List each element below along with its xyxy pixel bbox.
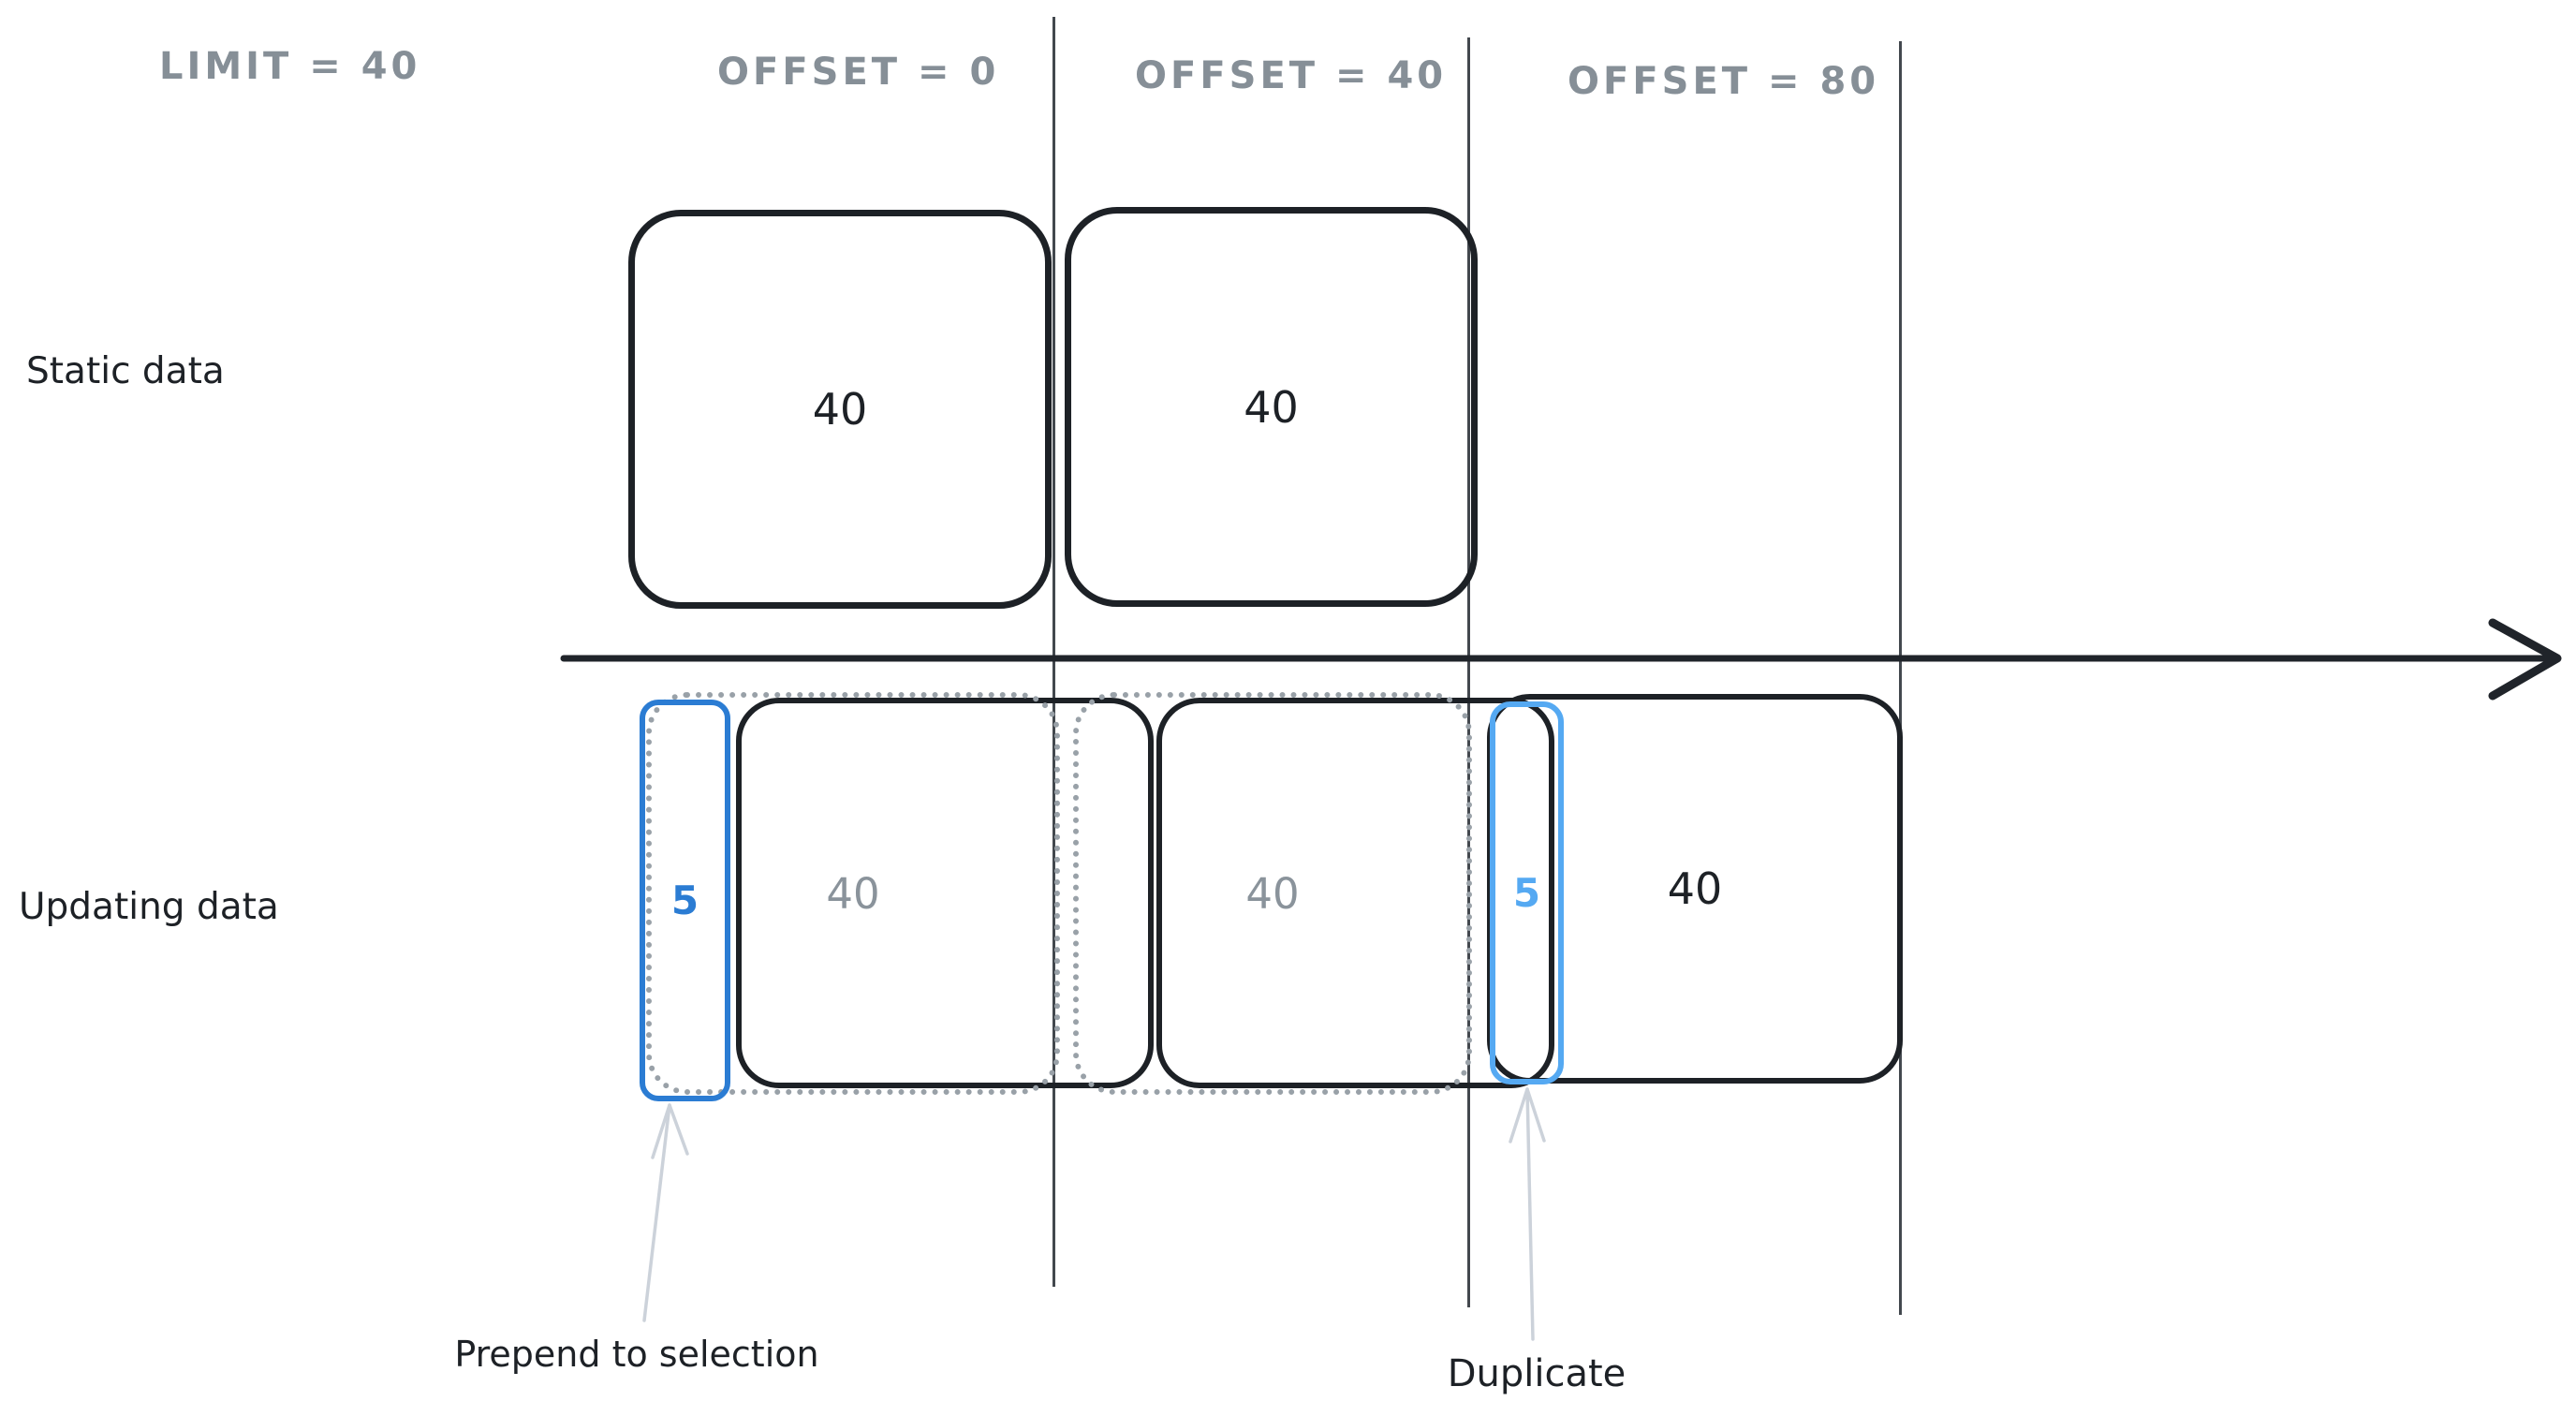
- prepend-annotation-arrow: [642, 1103, 689, 1322]
- column-divider-end: [1899, 41, 1902, 1315]
- updating-data-row-label: Updating data: [19, 886, 279, 928]
- query-window-offset40-count: 40: [1245, 868, 1300, 919]
- offset-80-label: OFFSET = 80: [1568, 60, 1880, 103]
- query-window-offset0-count: 40: [826, 868, 880, 919]
- duplicate-annotation-arrow: [1509, 1087, 1546, 1341]
- static-page-offset0-count: 40: [812, 384, 868, 435]
- static-page-offset40-box: 40: [1065, 207, 1478, 607]
- query-window-offset40-dotted: 40: [1073, 692, 1472, 1095]
- static-page-offset40-count: 40: [1244, 381, 1299, 433]
- duplicated-items-count: 5: [1512, 870, 1541, 916]
- column-divider-offset80: [1467, 37, 1470, 1307]
- offset-0-label: OFFSET = 0: [717, 51, 1000, 94]
- static-data-row-label: Static data: [26, 350, 225, 392]
- updating-page-offset80-count: 40: [1667, 863, 1723, 914]
- column-divider-offset40: [1052, 17, 1055, 1287]
- static-page-offset0-box: 40: [628, 210, 1052, 609]
- timeline-arrow: [560, 618, 2562, 701]
- query-window-offset0-dotted: 40: [646, 692, 1060, 1095]
- updating-page1-shifted-box: [736, 698, 1154, 1088]
- prepend-annotation-label: Prepend to selection: [454, 1334, 819, 1375]
- prepended-items-box: 5: [640, 700, 730, 1101]
- updating-page2-shifted-box: [1156, 698, 1554, 1088]
- offset-40-label: OFFSET = 40: [1135, 54, 1448, 97]
- duplicate-annotation-label: Duplicate: [1447, 1352, 1627, 1395]
- prepended-items-count: 5: [670, 878, 699, 923]
- limit-label: LIMIT = 40: [159, 45, 421, 88]
- duplicated-items-box: 5: [1490, 701, 1564, 1084]
